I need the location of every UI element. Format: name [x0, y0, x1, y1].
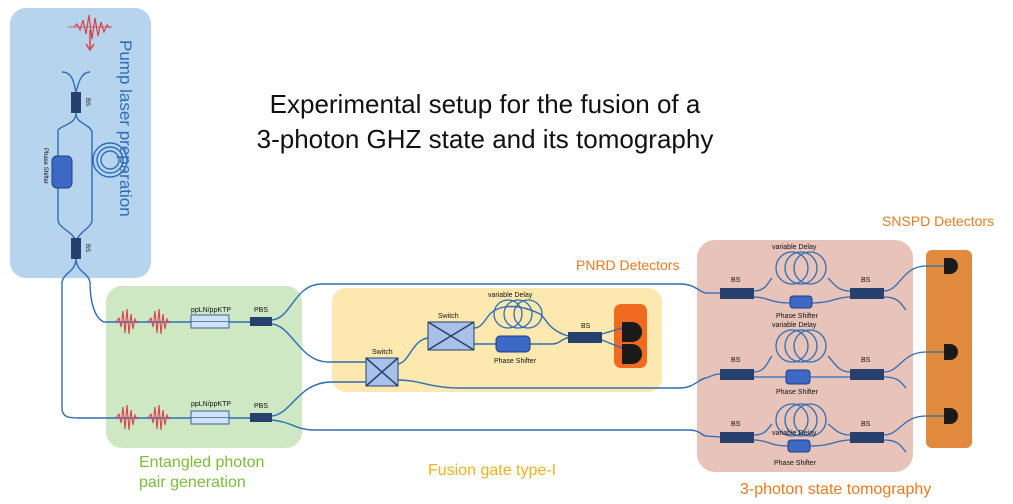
crystal-1-label: ppLN/ppKTP	[191, 307, 231, 314]
tomo-bs-2b	[850, 369, 884, 380]
tomo-bs-1a	[720, 288, 754, 299]
tomo-bs-3b-label: BS	[861, 421, 871, 428]
entangled-region-label: Entangled photon pair generation	[139, 453, 264, 493]
tomo-ps-1	[789, 295, 813, 309]
pump-beam-splitter-top	[71, 92, 81, 113]
tomo-ps-3	[787, 439, 811, 453]
snspd-input-fibers	[926, 265, 944, 417]
pump-pulse	[68, 14, 112, 52]
tomo-bs-1b	[850, 288, 884, 299]
tomo-bs-2b-label: BS	[861, 357, 871, 364]
fusion-phase-shifter-label: Phase Shifter	[494, 358, 537, 365]
source-2-pulses	[115, 404, 170, 431]
tomo-bs-1a-label: BS	[731, 277, 741, 284]
switch-1-label: Switch	[372, 349, 393, 356]
tomo-bs-1b-label: BS	[861, 277, 871, 284]
tomography-region-label: 3-photon state tomography	[740, 481, 932, 498]
interconnect-fibers	[271, 283, 707, 437]
snspd-detector-2	[944, 344, 958, 360]
pump-bs-bottom-label: BS	[84, 244, 90, 252]
fusion-delay-coil	[493, 299, 543, 329]
tomography-row-3	[720, 403, 927, 453]
snspd-label: SNSPD Detectors	[882, 213, 995, 229]
tomo-ps-3-label: Phase Shifter	[774, 460, 817, 467]
pump-beam-splitter-bottom	[71, 238, 81, 259]
tomo-bs-3b	[850, 432, 884, 443]
pnrd-detector-2	[622, 344, 642, 364]
crystal-2-label: ppLN/ppKTP	[191, 401, 231, 408]
fusion-delay-label: variable Delay	[488, 292, 533, 299]
pump-region	[10, 8, 151, 278]
tomo-bs-2a-label: BS	[731, 357, 741, 364]
pbs-2-label: PBS	[254, 403, 268, 410]
pump-phase-shifter-label: Phase Shifter	[42, 148, 48, 184]
tomo-delay-2-label: variable Delay	[772, 322, 817, 329]
entangled-label-line-1: Entangled photon	[139, 454, 265, 471]
pump-to-source-fibers	[61, 281, 191, 419]
pump-bs-top-label: BS	[84, 98, 90, 106]
pump-region-label: Pump laser preparation	[116, 40, 135, 217]
diagram-title: Experimental setup for the fusion of a 3…	[195, 87, 775, 157]
fusion-bs-label: BS	[581, 323, 591, 330]
tomography-row-1	[720, 251, 927, 311]
tomo-ps-2-label: Phase Shifter	[776, 389, 819, 396]
switch-2-label: Switch	[438, 313, 459, 320]
tomography-row-2	[720, 329, 927, 389]
pnrd-label: PNRD Detectors	[576, 257, 680, 273]
pump-phase-shifter	[51, 155, 73, 189]
title-line-1: Experimental setup for the fusion of a	[269, 89, 701, 119]
snspd-detector-3	[944, 408, 958, 424]
tomo-delay-1-label: variable Delay	[772, 244, 817, 251]
tomo-bs-2a	[720, 369, 754, 380]
fusion-bs	[568, 332, 602, 343]
pbs-2	[250, 413, 272, 422]
tomo-delay-3-label: variable Delay	[772, 430, 817, 437]
snspd-detector-1	[944, 258, 958, 274]
tomography-row-inputs	[705, 292, 721, 438]
pbs-1-label: PBS	[254, 307, 268, 314]
tomo-bs-3a	[720, 432, 754, 443]
pnrd-detector-1	[622, 322, 642, 342]
fusion-phase-shifter	[495, 335, 531, 353]
crystal-to-pbs-fibers	[229, 321, 250, 419]
tomo-ps-1-label: Phase Shifter	[776, 313, 819, 320]
pump-fibers	[57, 71, 128, 283]
pbs-1	[250, 317, 272, 326]
title-line-2: 3-photon GHZ state and its tomography	[256, 124, 714, 154]
entangled-label-line-2: pair generation	[139, 474, 246, 491]
fusion-region-label: Fusion gate type-I	[428, 462, 557, 479]
tomo-bs-3a-label: BS	[731, 421, 741, 428]
source-1-pulses	[115, 308, 170, 335]
tomo-ps-2	[785, 369, 811, 385]
